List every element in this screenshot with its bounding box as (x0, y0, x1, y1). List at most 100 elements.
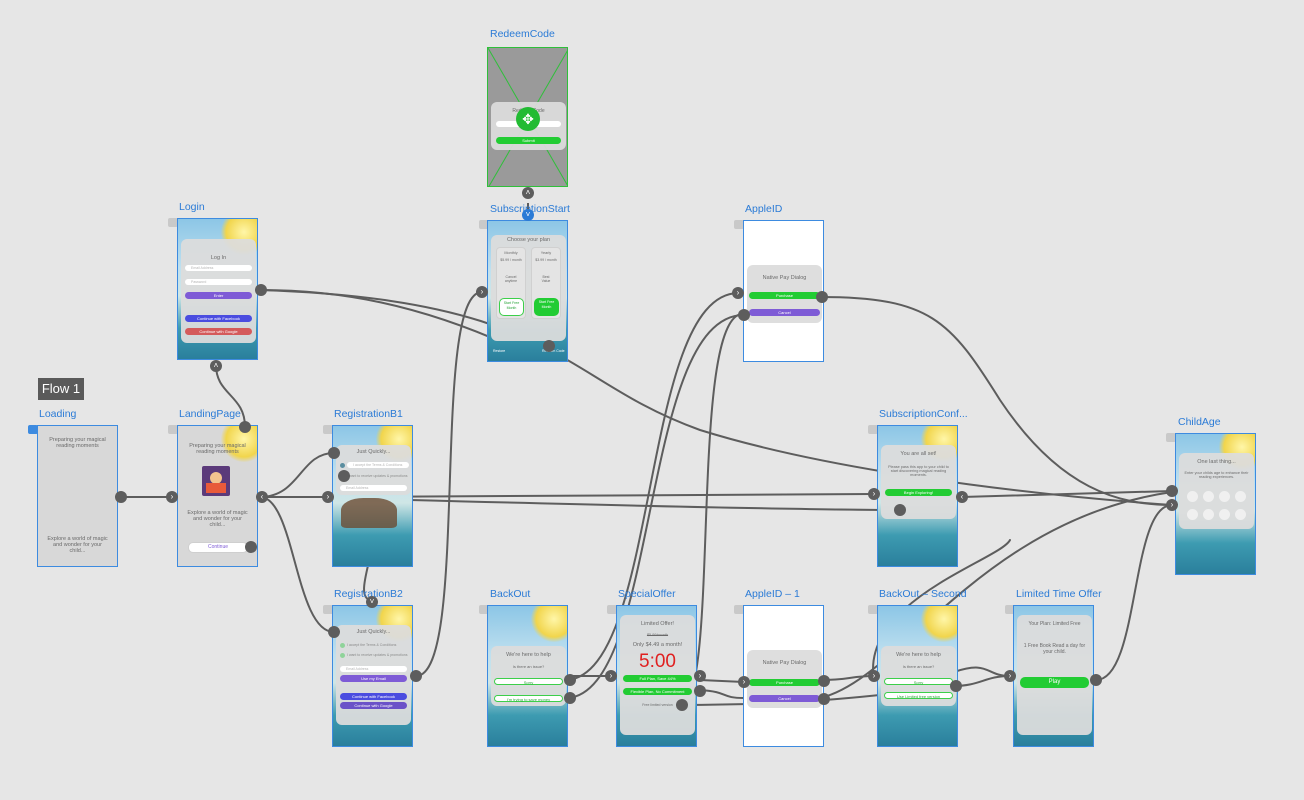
frame-title-backout[interactable]: BackOut (490, 588, 531, 600)
port-appleid-in[interactable]: › (732, 287, 744, 299)
port-redeem-out[interactable]: ˄ (522, 187, 534, 199)
port-special-in[interactable]: › (605, 670, 617, 682)
appleid-cancel-button[interactable]: Cancel (749, 309, 820, 316)
age-option[interactable] (1203, 509, 1214, 520)
frame-apple-id-1[interactable]: Native Pay Dialog Purchase Cancel (743, 605, 824, 747)
frame-landing-page[interactable]: Preparing your magical reading moments E… (177, 425, 258, 567)
port-subconf-begin[interactable] (894, 504, 906, 516)
port-login-out[interactable] (255, 284, 267, 296)
age-option[interactable] (1187, 491, 1198, 502)
frame-title-backout-second[interactable]: BackOut – Second (879, 588, 967, 600)
frame-title-subscription-confirmation[interactable]: SubscriptionConf... (879, 408, 968, 420)
login-enter-button[interactable]: Enter (185, 292, 252, 299)
limited-play-button[interactable]: Play (1020, 677, 1089, 688)
frame-child-age[interactable]: One last thing... Enter your childs age … (1175, 433, 1256, 575)
frame-title-apple-id-1[interactable]: AppleID – 1 (745, 588, 800, 600)
regb1-email-input[interactable]: Email Address (340, 485, 407, 491)
backout-trying-button[interactable]: I'm trying to save money (494, 695, 563, 702)
port-regb2-out[interactable] (410, 670, 422, 682)
backout-sorry-button[interactable]: Sorry (494, 678, 563, 685)
age-option[interactable] (1187, 509, 1198, 520)
frame-backout[interactable]: We're here to help Is there an issue? So… (487, 605, 568, 747)
regb2-google-button[interactable]: Continue with Google (340, 702, 407, 709)
frame-title-registration-b2[interactable]: RegistrationB2 (334, 588, 403, 600)
port-landing-in[interactable]: › (166, 491, 178, 503)
special-full-plan-button[interactable]: Full Plan, Save 44% (623, 675, 692, 682)
port-continue-out[interactable] (245, 541, 257, 553)
regb2-use-email-button[interactable]: Use my Email (340, 675, 407, 682)
port-limited-play[interactable] (1090, 674, 1102, 686)
port-landing-top[interactable] (239, 421, 251, 433)
frame-title-loading[interactable]: Loading (39, 408, 77, 420)
port-subconf-in[interactable]: › (868, 488, 880, 500)
port-regb1-in[interactable]: › (322, 491, 334, 503)
frame-title-registration-b1[interactable]: RegistrationB1 (334, 408, 403, 420)
login-facebook-button[interactable]: Continue with Facebook (185, 315, 252, 322)
port-subconf-back[interactable]: ‹ (956, 491, 968, 503)
landing-continue-button[interactable]: Continue (188, 542, 248, 553)
appleid-purchase-button[interactable]: Purchase (749, 292, 820, 299)
frame-title-child-age[interactable]: ChildAge (1178, 416, 1221, 428)
subconf-begin-button[interactable]: Begin Exploring! (885, 489, 952, 496)
frame-backout-second[interactable]: We're here to help Is there an issue? So… (877, 605, 958, 747)
port-substart-top[interactable]: ˅ (522, 209, 534, 221)
port-backout2-limited[interactable] (950, 680, 962, 692)
age-option[interactable] (1235, 491, 1246, 502)
port-appleid1-cancel[interactable] (818, 693, 830, 705)
port-regb1-check[interactable] (338, 470, 350, 482)
login-password-input[interactable]: Password (185, 279, 252, 285)
port-appleid1-purchase[interactable] (818, 675, 830, 687)
port-backout-trying[interactable] (564, 692, 576, 704)
regb2-facebook-button[interactable]: Continue with Facebook (340, 693, 407, 700)
port-backout2-in[interactable]: › (868, 670, 880, 682)
regb2-updates-checkbox[interactable] (340, 653, 345, 658)
frame-title-landing-page[interactable]: LandingPage (179, 408, 241, 420)
frame-title-apple-id[interactable]: AppleID (745, 203, 783, 215)
port-appleid1-in[interactable]: › (738, 676, 750, 688)
special-later-link[interactable]: Free limited version (642, 703, 673, 707)
port-special-full[interactable]: › (694, 670, 706, 682)
backout2-sorry-button[interactable]: Sorry (884, 678, 953, 685)
port-special-later[interactable] (676, 699, 688, 711)
port-login-back[interactable]: ˄ (210, 360, 222, 372)
port-limited-in[interactable]: › (1004, 670, 1016, 682)
age-option[interactable] (1219, 491, 1230, 502)
frame-redeem-code[interactable]: Redeem Code Submit ✥ (487, 47, 568, 187)
frame-special-offer[interactable]: Limited Offer! $5.99/month Only $4.49 a … (616, 605, 697, 747)
age-option[interactable] (1203, 491, 1214, 502)
restore-link[interactable]: Restore (493, 349, 506, 353)
frame-registration-b1[interactable]: Just Quickly... I accept the Terms & Con… (332, 425, 413, 567)
port-landing-out[interactable]: ‹ (256, 491, 268, 503)
port-regb2-in[interactable]: ˅ (366, 596, 378, 608)
frame-registration-b2[interactable]: Just Quickly... I accept the Terms & Con… (332, 605, 413, 747)
monthly-start-button[interactable]: Start Free Month (499, 298, 524, 316)
frame-loading[interactable]: Preparing your magical reading moments E… (37, 425, 118, 567)
port-regb2-top[interactable] (328, 626, 340, 638)
port-childage-in-2[interactable]: › (1166, 499, 1178, 511)
appleid1-cancel-button[interactable]: Cancel (749, 695, 820, 702)
login-email-input[interactable]: Email Address (185, 265, 252, 271)
login-google-button[interactable]: Continue with Google (185, 328, 252, 335)
port-loading-out[interactable] (115, 491, 127, 503)
regb2-terms-checkbox[interactable] (340, 643, 345, 648)
yearly-start-button[interactable]: Start Free Month (534, 298, 559, 316)
frame-title-special-offer[interactable]: SpecialOffer (618, 588, 676, 600)
port-appleid-purchase-out[interactable] (816, 291, 828, 303)
frame-subscription-confirmation[interactable]: You are all set! Please pass this app to… (877, 425, 958, 567)
age-option[interactable] (1219, 509, 1230, 520)
port-substart-redeem[interactable] (543, 340, 555, 352)
regb2-email-input[interactable]: Email Address (340, 666, 407, 672)
move-handle-icon[interactable]: ✥ (516, 107, 540, 131)
port-childage-in-1[interactable] (1166, 485, 1178, 497)
redeem-code-link[interactable]: Redeem Code (542, 349, 565, 353)
flow-label[interactable]: Flow 1 (38, 378, 84, 400)
frame-title-limited-time-offer[interactable]: Limited Time Offer (1016, 588, 1102, 600)
port-appleid-cancel-in[interactable] (738, 309, 750, 321)
regb1-terms-checkbox[interactable] (340, 463, 345, 468)
frame-title-login[interactable]: Login (179, 201, 205, 213)
redeem-submit-button[interactable]: Submit (496, 137, 561, 144)
frame-subscription-start[interactable]: Choose your plan Monthly $5.99 / month C… (487, 220, 568, 362)
port-regb1-top[interactable] (328, 447, 340, 459)
plan-card-monthly[interactable]: Monthly $5.99 / month Cancel anytime Sta… (496, 247, 526, 319)
